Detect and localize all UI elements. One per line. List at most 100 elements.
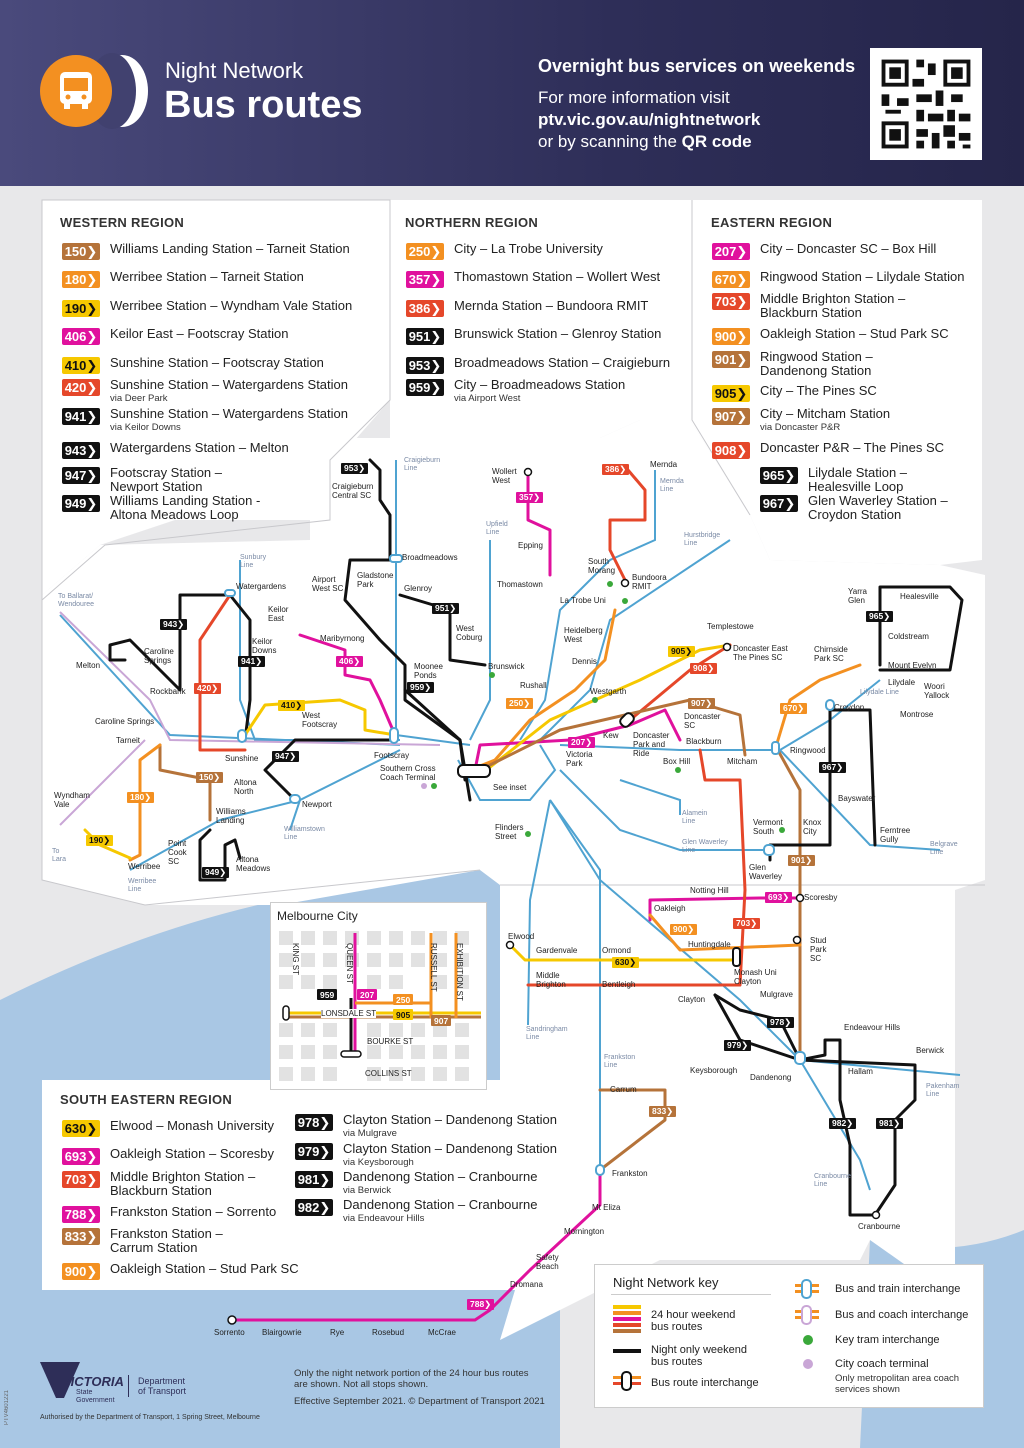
western-route-420: 420❯Sunshine Station – Watergardens Stat… <box>62 378 348 406</box>
map-badge-981: 981❯ <box>876 1118 904 1129</box>
stop-label-see-inset: See inset <box>493 783 527 792</box>
tram-brunswick <box>489 672 495 678</box>
stop-label-point-cook: Point Cook SC <box>168 839 187 866</box>
stop-label-blackburn: Blackburn <box>686 737 722 746</box>
header-info-url[interactable]: ptv.vic.gov.au/nightnetwork <box>538 110 761 129</box>
route-788 <box>233 1168 602 1322</box>
map-border <box>41 600 481 906</box>
stop-label-wollert: Wollert West <box>492 467 517 485</box>
stop-label-dromana: Dromana <box>510 1280 543 1289</box>
inset-badge-207: 207 <box>357 989 378 1000</box>
belgrave-line <box>779 749 941 851</box>
stop-label-mornington: Mornington <box>564 1227 605 1236</box>
route-name: Oakleigh Station – Stud Park SC <box>760 326 949 341</box>
stop-label-caroline-springs: Caroline Springs <box>144 647 174 665</box>
stop-label-ormond: Ormond <box>602 946 631 955</box>
route-badge-410: 410❯ <box>62 357 100 374</box>
se-route-788: 788❯Frankston Station – Sorrento <box>62 1205 276 1223</box>
route-250 <box>468 608 617 772</box>
stop-label-mernda-line: Mernda Line <box>660 478 684 493</box>
state-government: State Government <box>76 1389 115 1404</box>
stop-label-mccrae: McCrae <box>428 1328 457 1337</box>
stop-cranbourne <box>871 1210 881 1220</box>
map-badge-947: 947❯ <box>272 751 300 762</box>
route-badge-900: 900❯ <box>712 328 750 345</box>
route-description: Doncaster P&R – The Pines SC <box>760 441 944 455</box>
route-badge-967: 967❯ <box>760 495 798 512</box>
stop-label-mt-eliza: Mt Eliza <box>592 1203 621 1212</box>
header-info-line: For more information visit <box>538 88 730 107</box>
stop-label-cranbourne-line: Cranbourne Line <box>814 1173 851 1188</box>
stop-label-glenroy: Glenroy <box>404 584 433 593</box>
route-name: Broadmeadows Station – Craigieburn <box>454 355 671 370</box>
route-badge-907: 907❯ <box>712 408 750 425</box>
stop-label-croydon: Croydon <box>834 703 865 712</box>
se-route-900: 900❯Oakleigh Station – Stud Park SC <box>62 1262 299 1280</box>
western-route-943: 943❯Watergardens Station – Melton <box>62 441 289 459</box>
land-area-main <box>42 420 985 1340</box>
route-badge-965: 965❯ <box>760 467 798 484</box>
route-name: Oakleigh Station – Scoresby <box>110 1146 275 1161</box>
stop-label-doncaster-sc: Doncaster SC <box>684 712 721 730</box>
route-description: Frankston Station – Sorrento <box>110 1205 276 1219</box>
route-953 <box>343 458 467 782</box>
route-name: Thomastown Station – Wollert West <box>454 269 661 284</box>
tram-interchanges <box>431 581 785 837</box>
route-badge-905: 905❯ <box>712 385 750 402</box>
street-queen: QUEEN ST <box>345 943 354 984</box>
map-badge-670: 670❯ <box>780 703 808 714</box>
stop-label-frankston-line: Frankston Line <box>604 1054 636 1069</box>
victoria-wordmark: VICTORIA <box>62 1374 124 1389</box>
route-981 <box>798 1058 917 1217</box>
route-description: City – The Pines SC <box>760 384 877 398</box>
stop-label-glen-waverley: Glen Waverley <box>749 863 783 881</box>
route-via: via Airport West <box>454 393 521 404</box>
qr-code[interactable] <box>870 48 982 160</box>
route-description: Ringwood Station – Dandenong Station <box>760 350 873 378</box>
route-name: Glen Waverley Station – Croydon Station <box>808 493 948 522</box>
bus-train-interchanges <box>224 554 835 1176</box>
route-951 <box>398 593 487 667</box>
print-code: PTV4601221 <box>4 1390 10 1426</box>
key-coach-terminal-sub: Only metropolitan area coach services sh… <box>835 1373 960 1395</box>
map-badge-965: 965❯ <box>866 611 894 622</box>
street-king: KING ST <box>291 943 300 976</box>
inset-title: Melbourne City <box>277 909 358 923</box>
hurstbridge-line <box>539 539 731 741</box>
map-badge-386: 386❯ <box>602 464 630 475</box>
eastern-route-207: 207❯City – Doncaster SC – Box Hill <box>712 242 936 260</box>
stop-label-broadmeadows: Broadmeadows <box>402 553 458 562</box>
stop-label-bundoora: Bundoora RMIT <box>632 573 667 591</box>
route-badge-703: 703❯ <box>62 1171 100 1188</box>
key-title: Night Network key <box>613 1275 719 1290</box>
stop-label-craigieburn: Craigieburn Central SC <box>332 482 374 500</box>
stop-scoresby <box>795 893 805 903</box>
ballarat-coach <box>59 611 441 746</box>
stop-label-westgarth: Westgarth <box>590 687 627 696</box>
western-route-947: 947❯Footscray Station – Newport Station <box>62 466 222 494</box>
route-badge-150: 150❯ <box>62 243 100 260</box>
stop-label-frankston: Frankston <box>612 1169 648 1178</box>
map-badge-953: 953❯ <box>341 463 369 474</box>
stop-label-southern-cross: Southern Cross Coach Terminal <box>380 764 436 782</box>
frankston-line <box>549 799 601 1180</box>
interchange-doncaster-pr <box>619 712 635 728</box>
stop-label-chirnside: Chirnside Park SC <box>814 645 848 663</box>
route-description: Williams Landing Station - Altona Meadow… <box>110 494 260 522</box>
western-route-941: 941❯Sunshine Station – Watergardens Stat… <box>62 407 348 435</box>
pakenham-line <box>549 799 961 1076</box>
route-description: Footscray Station – Newport Station <box>110 466 222 494</box>
western-route-180: 180❯Werribee Station – Tarneit Station <box>62 270 304 288</box>
route-badge-959: 959❯ <box>406 379 444 396</box>
stop-label-moonee-ponds: Moonee Ponds <box>414 662 443 680</box>
key-night-label: Night only weekend bus routes <box>651 1344 748 1368</box>
route-name: City – Doncaster SC – Box Hill <box>760 241 937 256</box>
route-670 <box>773 663 862 752</box>
stop-label-gladstone: Gladstone Park <box>357 571 394 589</box>
route-name: Frankston Station – Sorrento <box>110 1204 277 1219</box>
stop-label-williamstown: Williamstown Line <box>284 826 325 841</box>
department-name: Department of Transport <box>138 1376 187 1396</box>
